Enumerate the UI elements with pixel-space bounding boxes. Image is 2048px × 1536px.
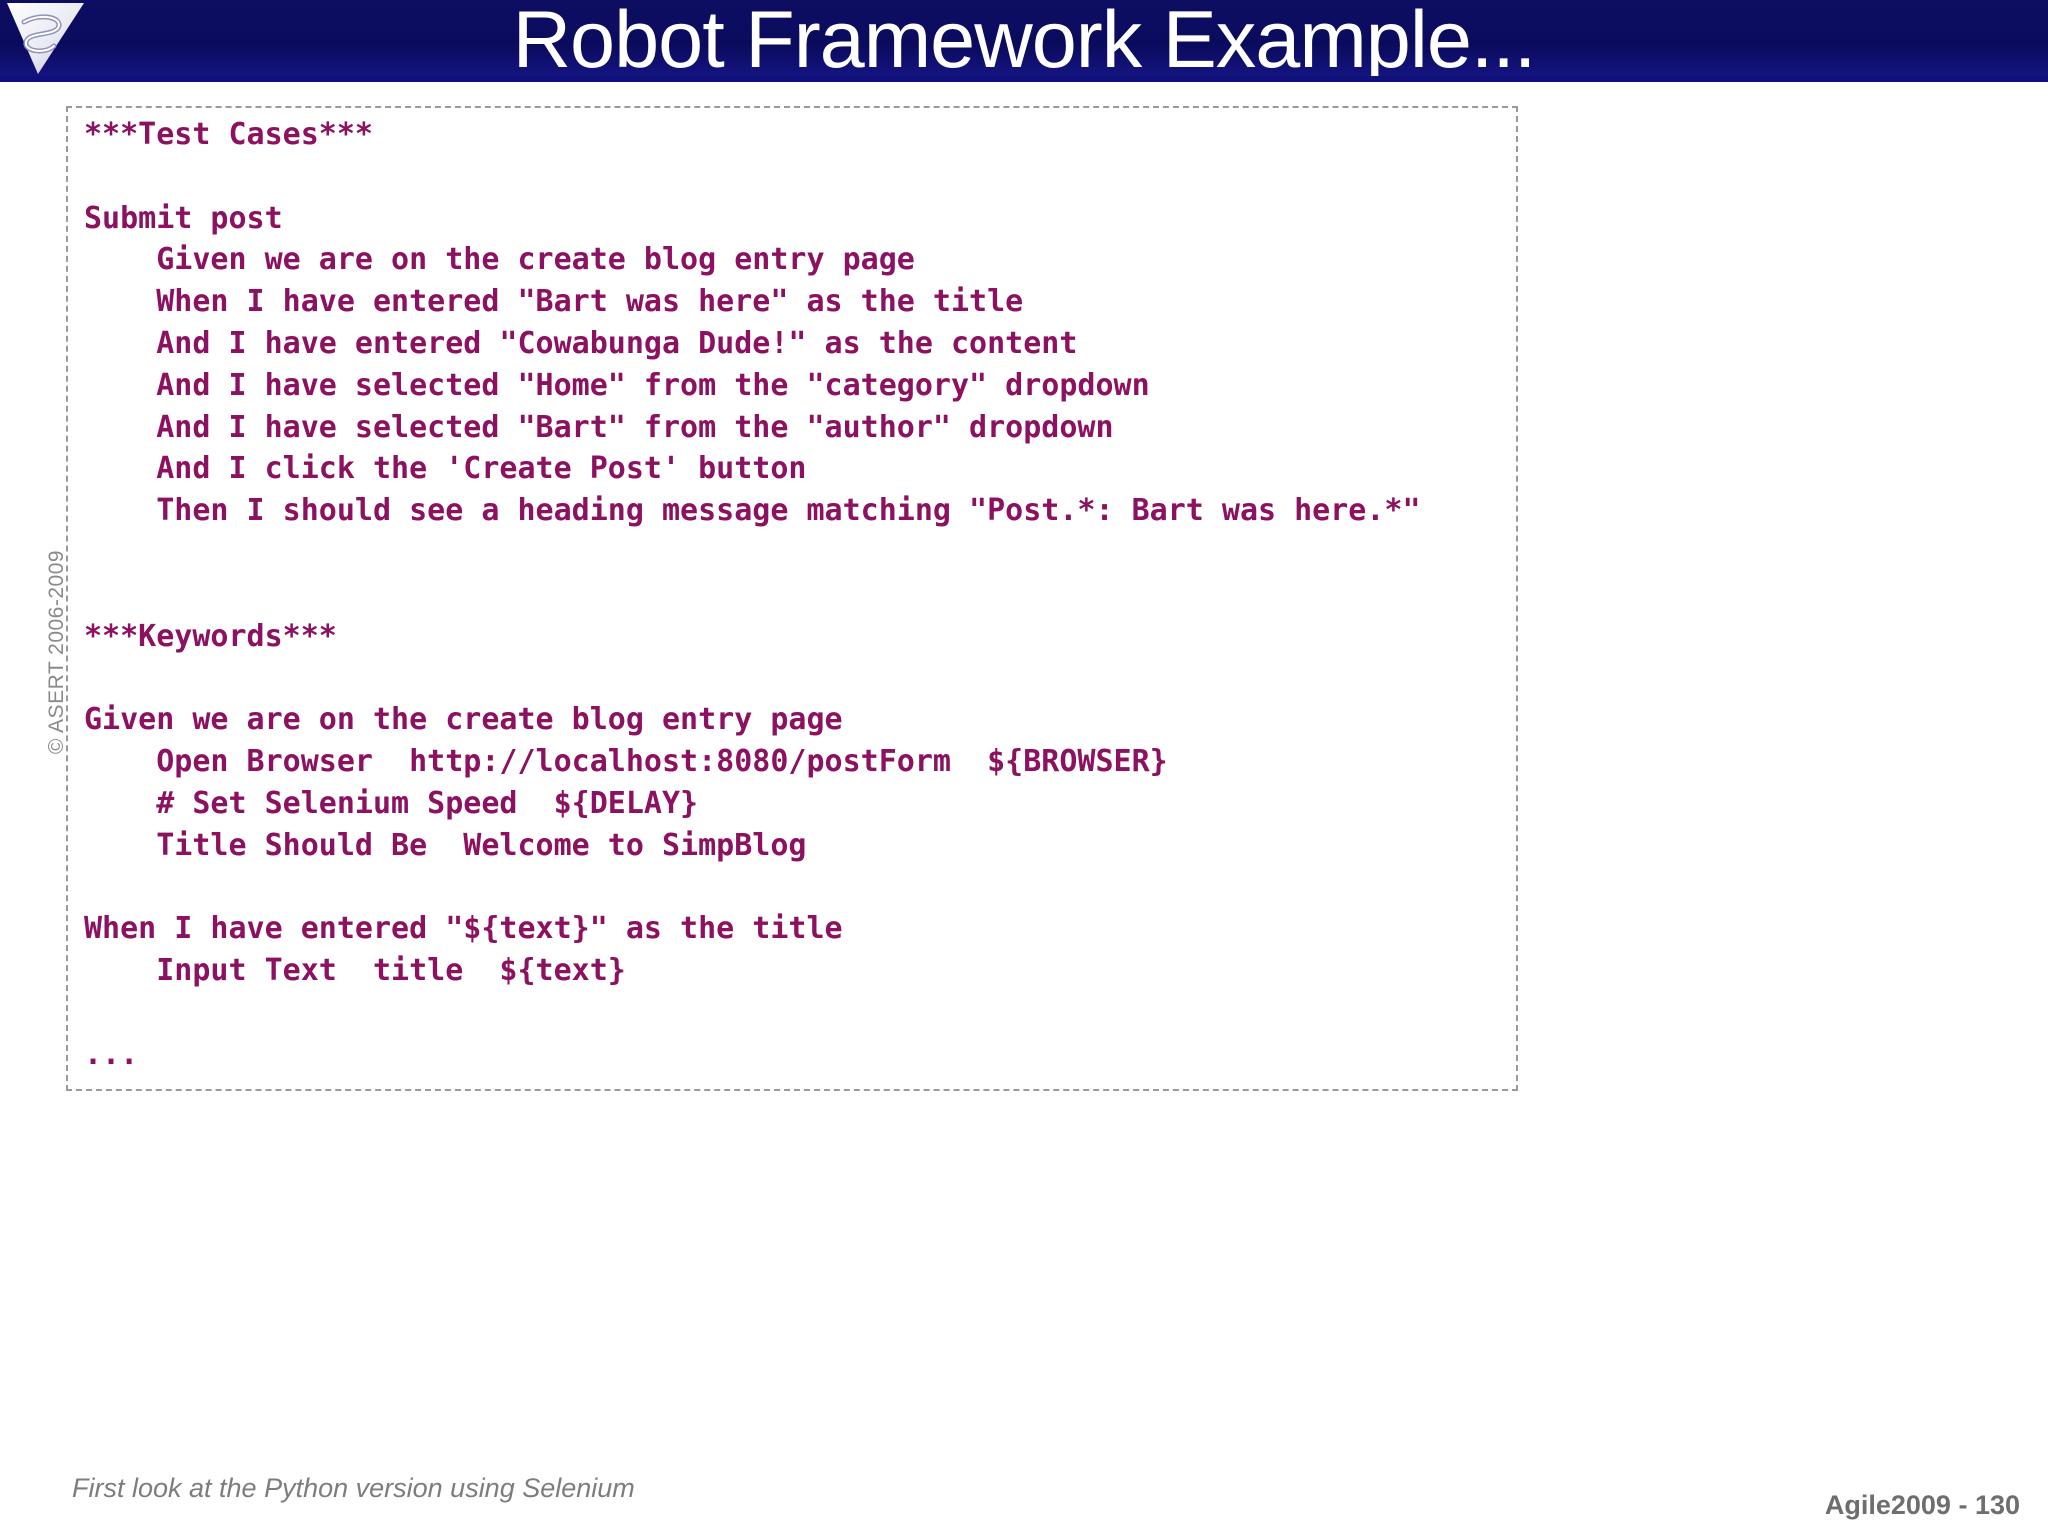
slide-header-bar: Robot Framework Example... <box>0 0 2048 85</box>
code-line: Given we are on the create blog entry pa… <box>84 702 843 738</box>
code-line <box>84 657 1512 699</box>
code-line: Given we are on the create blog entry pa… <box>84 242 915 278</box>
code-line: When I have entered "Bart was here" as t… <box>84 284 1024 320</box>
code-line <box>84 532 1512 574</box>
code-line: When I have entered "${text}" as the tit… <box>84 911 843 947</box>
code-line: ... <box>84 1036 139 1072</box>
footer-page-info: Agile2009 - 130 <box>1824 1490 2020 1520</box>
code-line: Input Text title ${text} <box>84 952 626 988</box>
code-line: Title Should Be Welcome to SimpBlog <box>84 827 807 863</box>
code-line: And I have selected "Home" from the "cat… <box>84 367 1150 403</box>
code-line <box>84 1075 1512 1117</box>
code-line <box>84 156 1512 198</box>
code-line <box>84 992 1512 1034</box>
code-line: Submit post <box>84 200 283 236</box>
code-line: And I click the 'Create Post' button <box>84 451 807 487</box>
code-line: # Set Selenium Speed ${DELAY} <box>84 785 699 821</box>
asert-triangle-s-logo-icon <box>2 0 92 76</box>
code-line <box>84 866 1512 908</box>
code-listing: ***Test Cases*** Submit post Given we ar… <box>84 114 1512 1117</box>
code-line: And I have entered "Cowabunga Dude!" as … <box>84 325 1078 361</box>
code-line: ***Keywords*** <box>84 618 337 654</box>
code-line <box>84 574 1512 616</box>
code-line: Open Browser http://localhost:8080/postF… <box>84 743 1168 779</box>
code-line: ***Test Cases*** <box>84 117 373 152</box>
code-line: Then I should see a heading message matc… <box>84 493 1421 529</box>
code-listing-box: ***Test Cases*** Submit post Given we ar… <box>66 106 1518 1091</box>
code-line: And I have selected "Bart" from the "aut… <box>84 409 1114 445</box>
page-title: Robot Framework Example... <box>512 0 1537 85</box>
footer-caption: First look at the Python version using S… <box>72 1473 635 1503</box>
header-underline <box>0 76 2048 82</box>
